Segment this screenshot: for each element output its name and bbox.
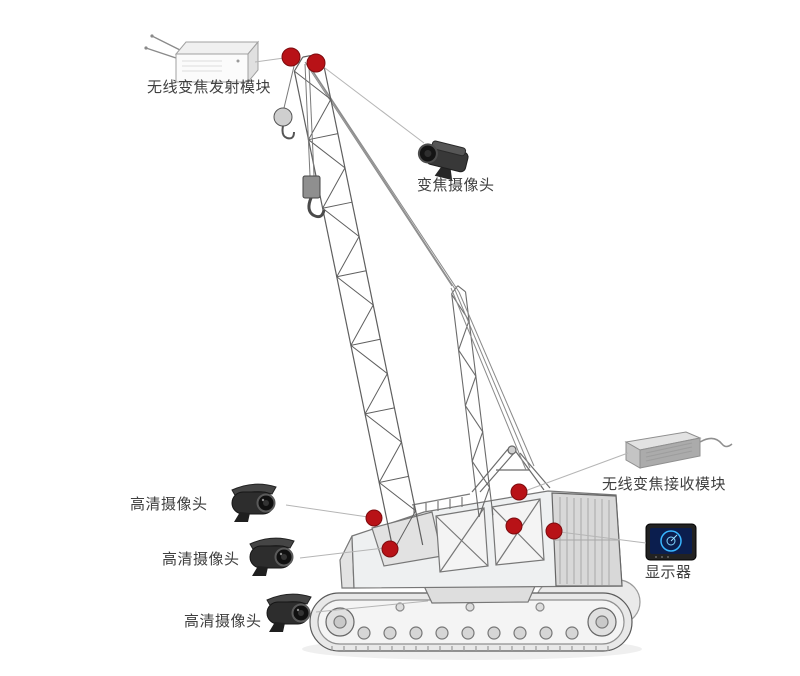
connector-line-transmitter-to-boom-head <box>254 57 285 63</box>
wireless-receiver-box-icon <box>624 431 733 469</box>
red-dot-marker-body-left-1 <box>365 509 383 527</box>
connector-line-hd-camera-1-to-body <box>285 504 369 518</box>
red-dot-marker-body-right-1 <box>510 483 528 501</box>
monitor-icon <box>645 523 697 561</box>
crane-tracks <box>309 579 641 652</box>
crane-a-frame <box>471 445 551 493</box>
crane-hook-and-ball <box>273 61 326 219</box>
red-dot-marker-body-right-3 <box>545 522 563 540</box>
hd-camera-2-label: 高清摄像头 <box>162 551 240 568</box>
wireless-transmitter-box-icon <box>144 34 260 84</box>
hd-camera-1-label: 高清摄像头 <box>130 496 208 513</box>
red-dot-marker-body-right-2 <box>505 517 523 535</box>
hd-camera-icon <box>266 593 312 633</box>
red-dot-marker-boom-head-1 <box>281 47 301 67</box>
connector-line-zoom-camera-to-boom-head <box>320 64 425 144</box>
connector-line-receiver-to-body <box>524 452 629 492</box>
zoom-camera-label: 变焦摄像头 <box>417 177 495 194</box>
hd-camera-icon <box>249 537 295 577</box>
hd-camera-3-label: 高清摄像头 <box>184 613 262 630</box>
annotation-layer <box>254 47 647 613</box>
zoom-camera-icon <box>417 140 469 181</box>
receiver-label: 无线变焦接收模块 <box>602 476 727 493</box>
connector-line-hd-camera-3-to-track <box>315 600 429 613</box>
transmitter-label: 无线变焦发射模块 <box>147 79 272 96</box>
connector-line-hd-camera-2-to-body <box>299 547 385 559</box>
crane-boom <box>293 54 424 552</box>
crane-rigging-ropes <box>304 61 535 471</box>
hd-camera-icon <box>231 483 277 523</box>
connector-line-monitor-to-body <box>559 531 647 544</box>
red-dot-marker-body-left-2 <box>381 540 399 558</box>
monitor-label: 显示器 <box>645 564 692 581</box>
crane-mast <box>451 285 494 518</box>
red-dot-marker-boom-head-2 <box>306 53 326 73</box>
